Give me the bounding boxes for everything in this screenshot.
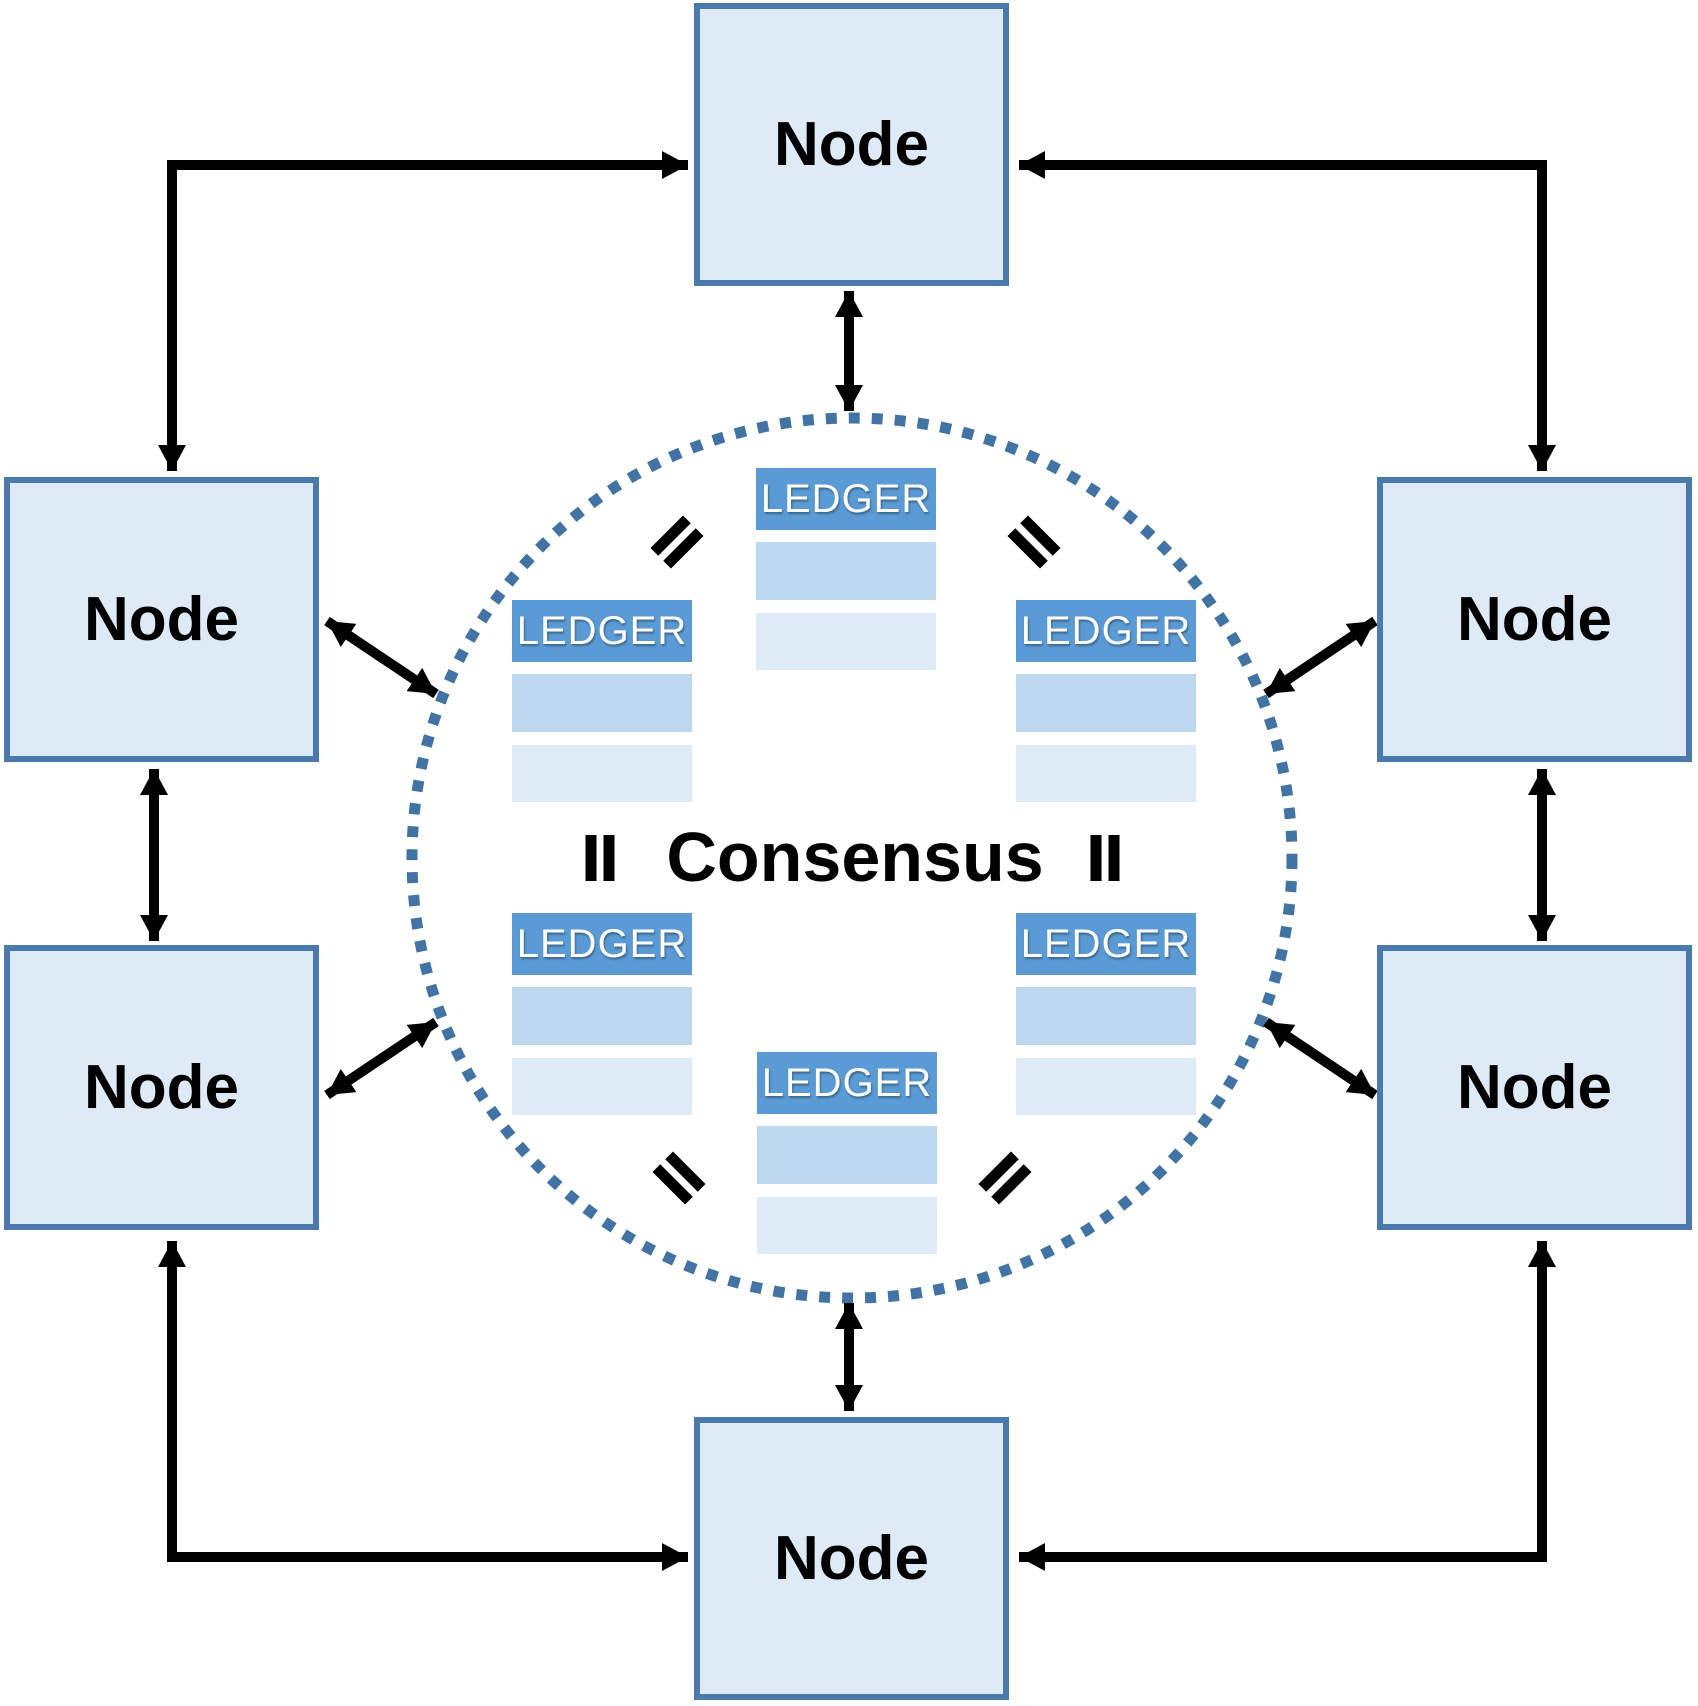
node-top: Node — [694, 3, 1009, 286]
ledger-row-2 — [1016, 745, 1196, 802]
node-upper-left: Node — [4, 477, 319, 762]
ledger-bottom-center-header: LEDGER — [757, 1052, 937, 1114]
ledger-row-1 — [512, 674, 692, 732]
ledger-row-2 — [756, 613, 936, 670]
ledger-upper-left-header: LEDGER — [512, 600, 692, 662]
node-upper-right: Node — [1377, 477, 1692, 762]
arrow-lower-left-node-circle — [324, 1017, 439, 1100]
ledger-row-1 — [512, 987, 692, 1045]
arrow-upper-left-node-circle — [324, 616, 439, 699]
node-upper-left-label: Node — [84, 585, 239, 654]
ledger-row-1 — [757, 1126, 937, 1184]
node-bottom: Node — [694, 1417, 1009, 1700]
ledger-top-center-header: LEDGER — [756, 468, 936, 530]
ledger-lower-right: LEDGER — [1016, 913, 1196, 1115]
ledger-row-2 — [512, 1058, 692, 1115]
equals-bar — [585, 835, 597, 881]
equals-bar — [1108, 835, 1120, 881]
ledger-upper-right: LEDGER — [1016, 600, 1196, 802]
ledger-row-2 — [1016, 1058, 1196, 1115]
ledger-top-center: LEDGER — [756, 468, 936, 670]
equals-icon — [585, 835, 615, 881]
ledger-row-1 — [1016, 674, 1196, 732]
ledger-row-2 — [512, 745, 692, 802]
node-lower-right: Node — [1377, 945, 1692, 1230]
node-lower-left-label: Node — [84, 1053, 239, 1122]
node-upper-right-label: Node — [1457, 585, 1612, 654]
ledger-lower-left: LEDGER — [512, 913, 692, 1115]
ledger-bottom-center: LEDGER — [757, 1052, 937, 1254]
node-top-label: Node — [774, 110, 929, 179]
equals-icon — [1090, 835, 1120, 881]
ledger-row-1 — [756, 542, 936, 600]
consensus-circle-border — [406, 412, 1298, 1304]
ledger-lower-left-header: LEDGER — [512, 913, 692, 975]
ledger-lower-right-header: LEDGER — [1016, 913, 1196, 975]
ledger-upper-right-header: LEDGER — [1016, 600, 1196, 662]
node-lower-right-label: Node — [1457, 1053, 1612, 1122]
equals-bar — [1090, 835, 1102, 881]
node-lower-left: Node — [4, 945, 319, 1230]
ledger-row-1 — [1016, 987, 1196, 1045]
node-bottom-label: Node — [774, 1524, 929, 1593]
arrow-lower-right-node-circle — [1263, 1017, 1378, 1100]
consensus-label: Consensus — [666, 818, 1044, 896]
ledger-row-2 — [757, 1197, 937, 1254]
ledger-upper-left: LEDGER — [512, 600, 692, 802]
arrow-upper-right-node-circle — [1263, 616, 1378, 699]
equals-bar — [603, 835, 615, 881]
